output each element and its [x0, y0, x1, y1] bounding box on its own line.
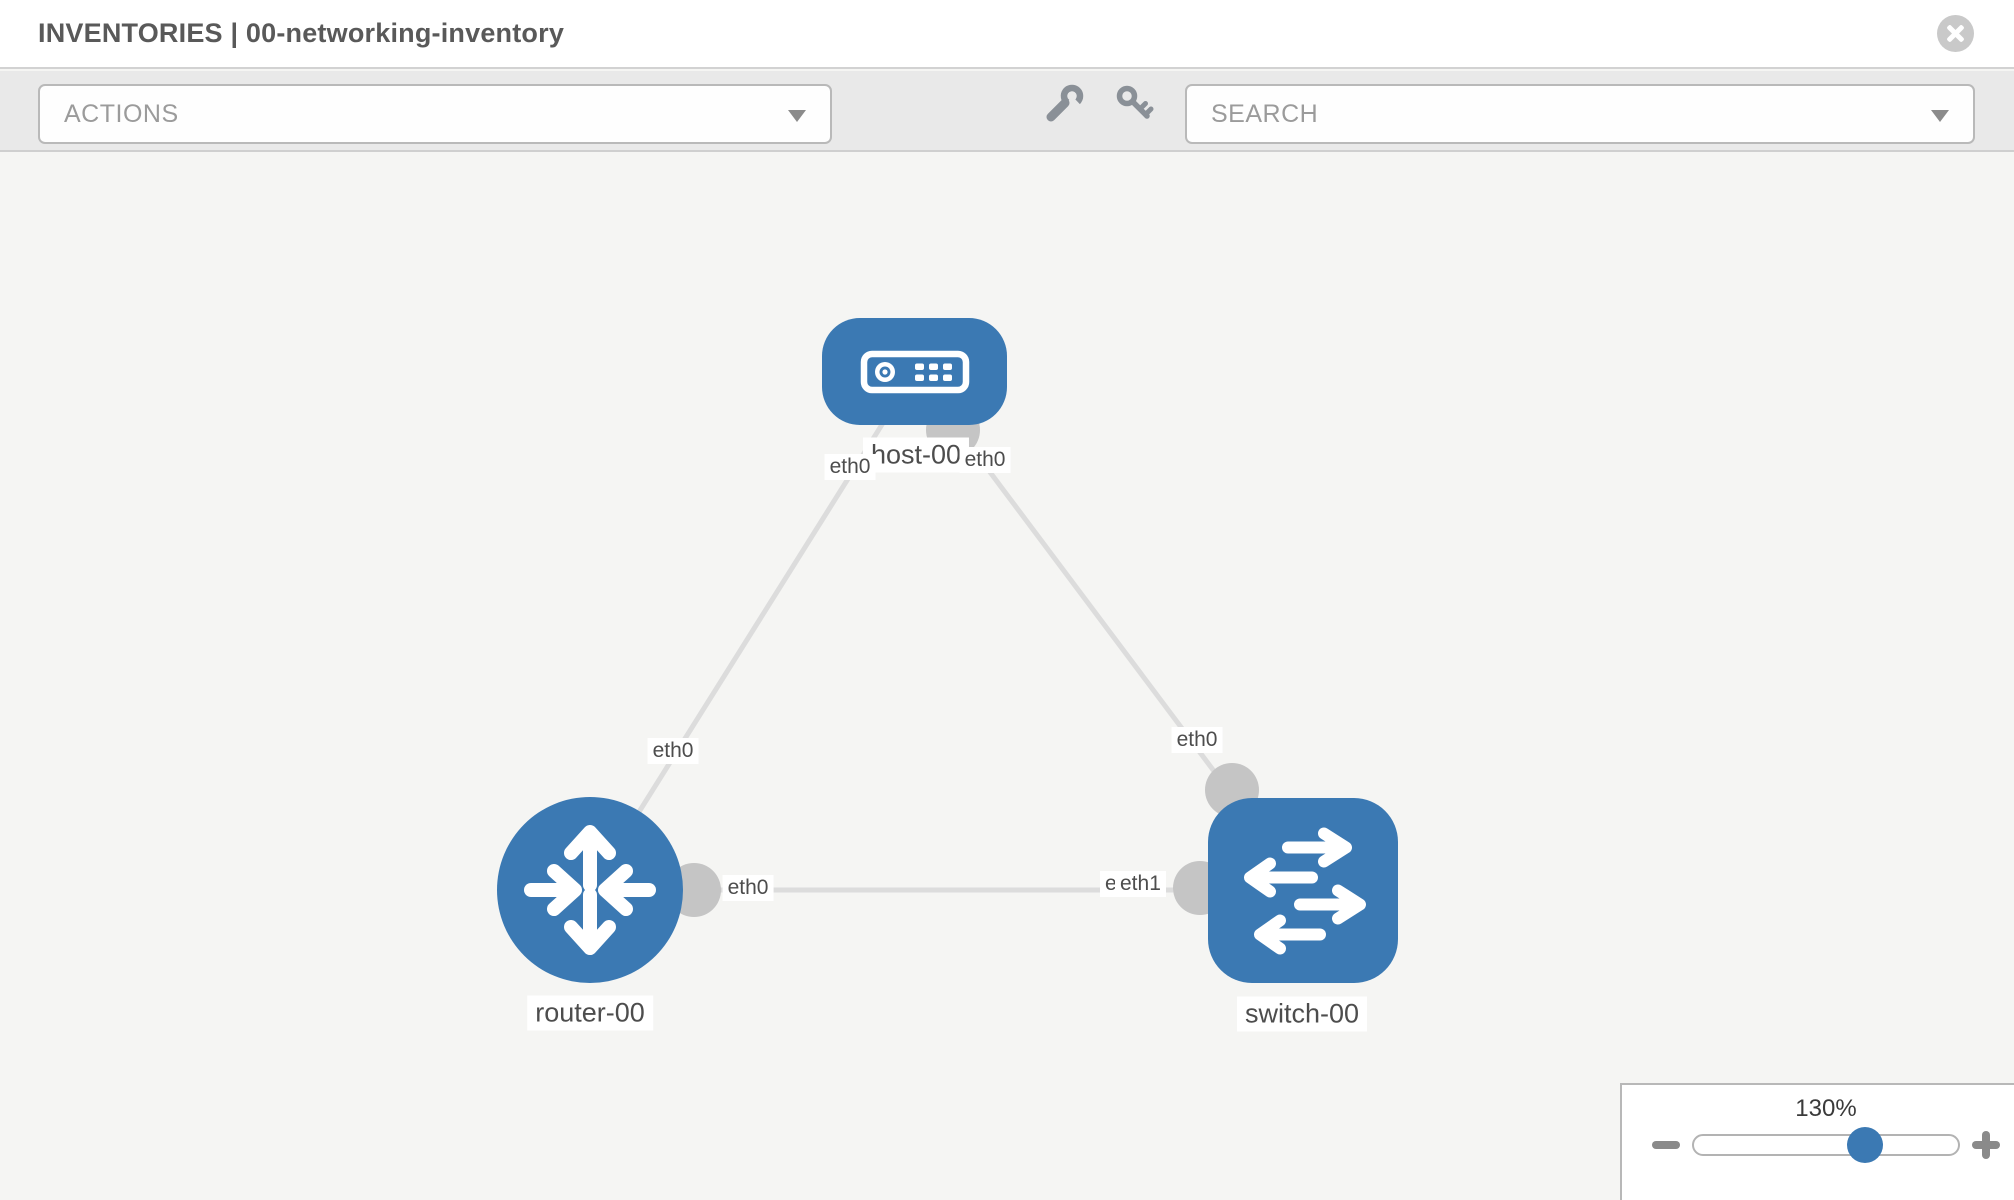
key-icon[interactable] — [1112, 82, 1156, 126]
interface-label: eth0 — [824, 454, 876, 480]
zoom-level-value: 130% — [1795, 1095, 1857, 1122]
router-icon — [524, 825, 656, 955]
node-label-switch: switch-00 — [1236, 996, 1368, 1032]
node-label-host: host-00 — [862, 437, 970, 473]
interface-connectors — [667, 403, 1259, 917]
zoom-slider-track[interactable] — [1692, 1134, 1960, 1156]
chevron-down-icon — [788, 110, 806, 122]
zoom-out-minus-icon[interactable] — [1652, 1141, 1680, 1149]
node-label-router: router-00 — [527, 995, 653, 1031]
node-router-00[interactable] — [497, 797, 683, 983]
actions-dropdown[interactable]: ACTIONS — [38, 84, 832, 144]
interface-label: eth0 — [647, 738, 699, 764]
node-switch-00[interactable] — [1208, 798, 1398, 983]
interface-label: eth0 — [722, 875, 774, 901]
page-title: INVENTORIES | 00-networking-inventory — [38, 18, 565, 48]
host-icon — [860, 350, 969, 393]
search-input[interactable]: SEARCH — [1185, 84, 1975, 144]
zoom-control-panel: 130% — [1620, 1083, 2014, 1200]
close-icon[interactable] — [1937, 15, 1974, 52]
zoom-slider-handle[interactable] — [1847, 1127, 1883, 1163]
toolbar: ACTIONS SEARCH — [0, 71, 2014, 152]
switch-icon — [1244, 827, 1366, 954]
interface-label: eth1 — [1115, 871, 1166, 897]
search-placeholder: SEARCH — [1211, 99, 1319, 128]
plus-icon-bar — [1982, 1131, 1990, 1159]
interface-label-overlap: eth0 eth1 — [1100, 871, 1190, 899]
actions-dropdown-label: ACTIONS — [64, 99, 179, 128]
chevron-down-icon — [1931, 110, 1949, 122]
node-host-00[interactable] — [822, 318, 1007, 425]
wrench-icon[interactable] — [1042, 82, 1086, 126]
header: INVENTORIES | 00-networking-inventory — [0, 0, 2014, 69]
zoom-in-plus-icon[interactable] — [1966, 1125, 2006, 1165]
interface-label: eth0 — [1171, 727, 1223, 753]
interface-label: eth0 — [959, 447, 1011, 473]
